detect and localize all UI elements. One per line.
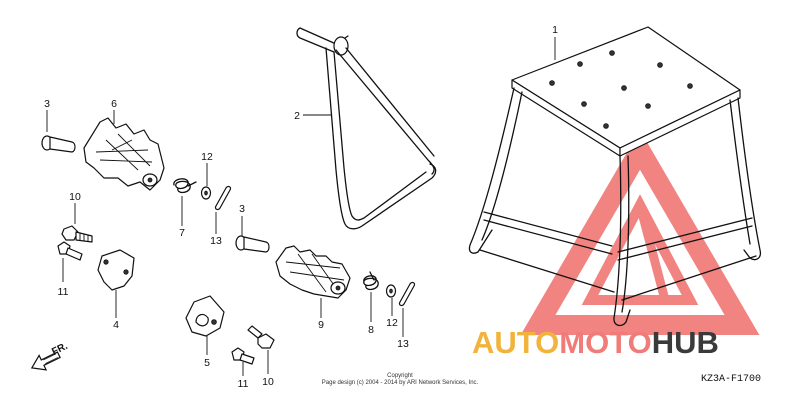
callout-7: 7 <box>179 227 185 239</box>
pin-part <box>41 135 76 153</box>
watermark-hub: HUB <box>652 325 719 360</box>
callout-3: 3 <box>239 203 245 215</box>
watermark-moto: MOTO <box>559 325 651 360</box>
callout-11: 11 <box>238 378 249 390</box>
triangle-stand-part <box>296 27 437 230</box>
bolt-part <box>247 325 275 349</box>
washer-part <box>200 186 212 200</box>
front-direction-label: FR. <box>50 341 69 358</box>
bolt-part <box>231 347 255 365</box>
callout-4: 4 <box>113 319 119 331</box>
leader-lines <box>46 37 556 376</box>
watermark-auto: AUTO <box>472 325 559 360</box>
callout-9: 9 <box>318 319 324 331</box>
callout-3: 3 <box>44 98 50 110</box>
front-direction-arrow-icon <box>30 351 61 371</box>
callout-8: 8 <box>368 324 374 336</box>
callout-13: 13 <box>397 338 409 350</box>
bracket-part <box>185 295 225 337</box>
bolt-part <box>57 241 83 261</box>
bracket-part <box>97 249 135 291</box>
cotter-pin-part <box>214 185 232 211</box>
spring-part <box>173 178 197 194</box>
callout-2: 2 <box>294 110 300 122</box>
copyright-line-1: Copyright <box>387 373 413 379</box>
watermark-logo-icon <box>520 130 760 335</box>
callout-13: 13 <box>210 235 222 247</box>
callout-12: 12 <box>386 317 398 329</box>
callout-12: 12 <box>201 151 213 163</box>
bolt-part <box>61 225 93 243</box>
callout-labels: 1 2 3 6 12 7 13 10 11 4 3 9 8 12 13 5 11… <box>44 24 558 390</box>
diagram-code: KZ3A-F1700 <box>701 374 761 385</box>
copyright-line-2: Page design (c) 2004 - 2014 by ARI Netwo… <box>322 380 479 386</box>
footpeg-part <box>275 245 351 299</box>
cotter-pin-part <box>398 281 416 307</box>
pin-part <box>235 235 270 253</box>
callout-10: 10 <box>69 191 81 203</box>
callout-10: 10 <box>262 376 274 388</box>
callout-6: 6 <box>111 98 117 110</box>
watermark-text: AUTOMOTOHUB <box>472 325 719 360</box>
callout-11: 11 <box>58 286 69 298</box>
callout-5: 5 <box>204 357 210 369</box>
washer-part <box>385 284 397 298</box>
callout-1: 1 <box>552 24 558 36</box>
svg-text:AUTOMOTOHUB: AUTOMOTOHUB <box>472 325 719 360</box>
footpeg-part <box>83 117 165 191</box>
work-stand-part <box>468 26 762 327</box>
spring-part <box>363 271 379 291</box>
